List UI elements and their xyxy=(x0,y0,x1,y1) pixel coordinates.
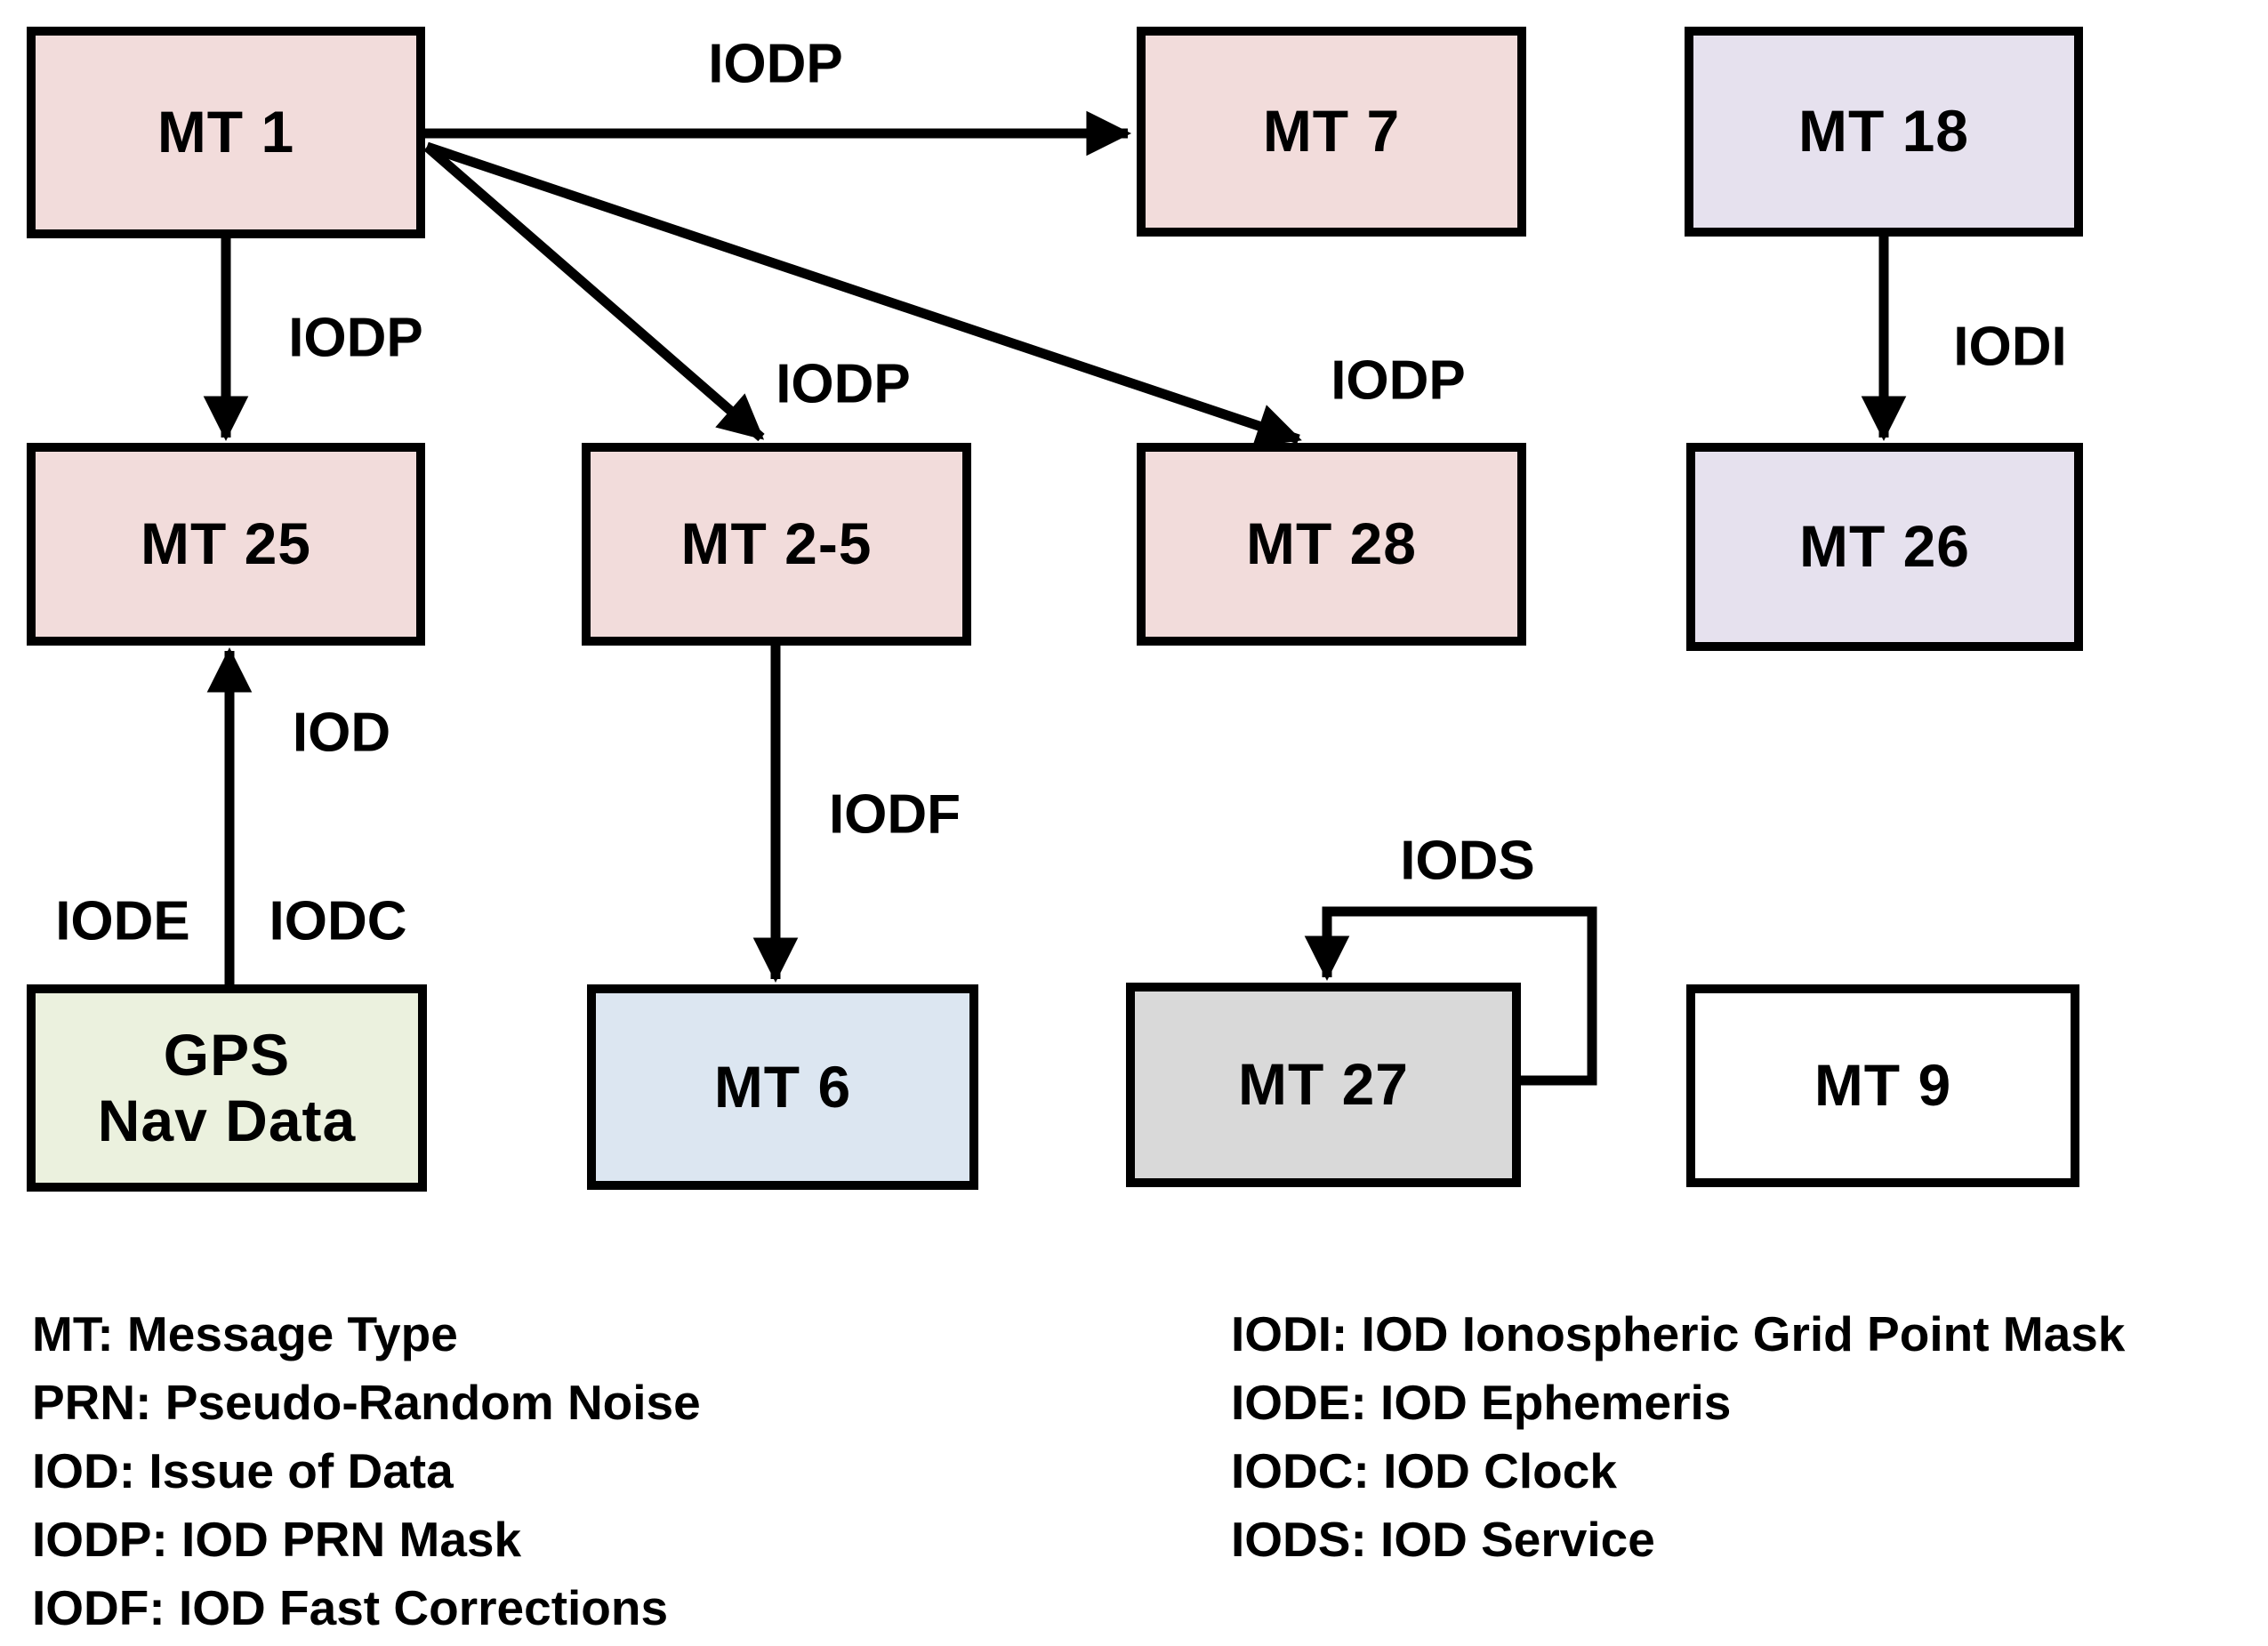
node-mt2-5: MT 2-5 xyxy=(582,443,971,646)
legend-right-column: IODI: IOD Ionospheric Grid Point Mask IO… xyxy=(1231,1300,2125,1574)
node-gps-nav-data: GPS Nav Data xyxy=(27,984,427,1192)
legend-line-iodi: IODI: IOD Ionospheric Grid Point Mask xyxy=(1231,1306,2126,1361)
node-gps-label: GPS Nav Data xyxy=(97,1021,357,1154)
node-mt7: MT 7 xyxy=(1137,27,1526,237)
node-mt18: MT 18 xyxy=(1685,27,2083,237)
legend-left-column: MT: Message Type PRN: Pseudo-Random Nois… xyxy=(32,1300,701,1642)
edge-label-iodp-mt1-mt7: IODP xyxy=(708,33,843,95)
node-mt6: MT 6 xyxy=(587,984,978,1190)
legend-line-iods: IODS: IOD Service xyxy=(1231,1512,1655,1567)
node-gps-label-line1: GPS xyxy=(163,1021,291,1088)
node-mt25-label: MT 25 xyxy=(140,510,312,577)
node-mt25: MT 25 xyxy=(27,443,425,646)
edge-label-iode: IODE xyxy=(55,890,190,952)
node-mt27-label: MT 27 xyxy=(1237,1051,1410,1118)
node-mt28-label: MT 28 xyxy=(1245,510,1418,577)
node-gps-label-line2: Nav Data xyxy=(97,1087,357,1153)
edge-label-iodp-mt1-mt2-5: IODP xyxy=(776,353,911,415)
arrow-mt1-to-mt28 xyxy=(425,141,1302,448)
arrow-mt27-self-loop xyxy=(1304,906,1597,1086)
node-mt1: MT 1 xyxy=(27,27,425,238)
legend-line-iodc: IODC: IOD Clock xyxy=(1231,1443,1617,1498)
legend-line-iodp: IODP: IOD PRN Mask xyxy=(32,1512,522,1567)
legend-line-iode: IODE: IOD Ephemeris xyxy=(1231,1375,1732,1430)
edge-label-iods-mt27: IODS xyxy=(1400,830,1535,892)
edge-label-iodc: IODC xyxy=(269,890,407,952)
node-mt27: MT 27 xyxy=(1126,983,1521,1187)
node-mt1-label: MT 1 xyxy=(157,99,295,165)
edge-label-iodp-mt1-mt28: IODP xyxy=(1331,349,1466,412)
node-mt6-label: MT 6 xyxy=(713,1053,852,1120)
edge-label-iod-gps-mt25: IOD xyxy=(292,702,391,764)
node-mt7-label: MT 7 xyxy=(1262,98,1401,165)
node-mt9-label: MT 9 xyxy=(1814,1052,1952,1119)
node-mt28: MT 28 xyxy=(1137,443,1526,646)
arrow-mt1-to-mt2-5 xyxy=(423,142,765,442)
node-mt18-label: MT 18 xyxy=(1798,98,1970,165)
legend-line-iodf: IODF: IOD Fast Corrections xyxy=(32,1580,669,1635)
node-mt26-label: MT 26 xyxy=(1798,513,1971,580)
node-mt9: MT 9 xyxy=(1686,984,2079,1187)
legend-line-prn: PRN: Pseudo-Random Noise xyxy=(32,1375,701,1430)
legend-line-mt: MT: Message Type xyxy=(32,1306,458,1361)
node-mt26: MT 26 xyxy=(1686,443,2083,651)
node-mt2-5-label: MT 2-5 xyxy=(680,510,873,577)
legend-line-iod: IOD: Issue of Data xyxy=(32,1443,454,1498)
edge-label-iodi-mt18-mt26: IODI xyxy=(1953,316,2067,378)
edge-label-iodf-mt2-5-mt6: IODF xyxy=(828,783,961,846)
edge-label-iodp-mt1-mt25: IODP xyxy=(288,307,423,369)
